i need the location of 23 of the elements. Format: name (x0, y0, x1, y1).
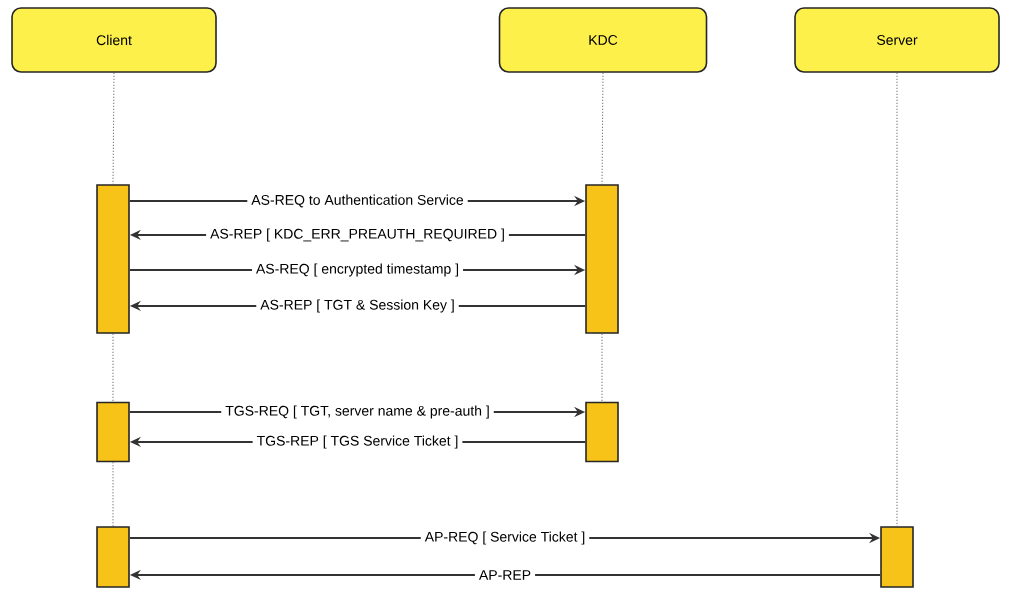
lifeline (896, 72, 898, 527)
participant-box: KDC (498, 7, 708, 73)
lifeline (112, 72, 115, 185)
lifeline (601, 333, 603, 403)
activation-bar (96, 401, 130, 463)
edge-label: AS-REQ [ encrypted timestamp ] (252, 259, 464, 281)
activation-bar (96, 526, 130, 588)
edge-label: TGS-REP [ TGS Service Ticket ] (252, 431, 463, 453)
edge-label: AS-REP [ KDC_ERR_PREAUTH_REQUIRED ] (206, 224, 509, 246)
activation-bar (96, 184, 130, 334)
edge-label: AS-REP [ TGT & Session Key ] (256, 295, 459, 317)
participant-box: Server (794, 7, 1000, 73)
edge-label: AS-REQ to Authentication Service (247, 190, 468, 212)
lifeline (112, 333, 114, 403)
edge-label: AP-REQ [ Service Ticket ] (420, 527, 590, 549)
lifeline (112, 461, 114, 527)
participant-box: Client (11, 7, 217, 73)
lifeline (601, 72, 604, 185)
activation-bar (585, 184, 619, 334)
activation-bar (880, 526, 914, 588)
edge-label: AP-REP (474, 566, 536, 584)
activation-bar (585, 401, 619, 463)
edge-label: TGS-REQ [ TGT, server name & pre-auth ] (221, 401, 494, 423)
